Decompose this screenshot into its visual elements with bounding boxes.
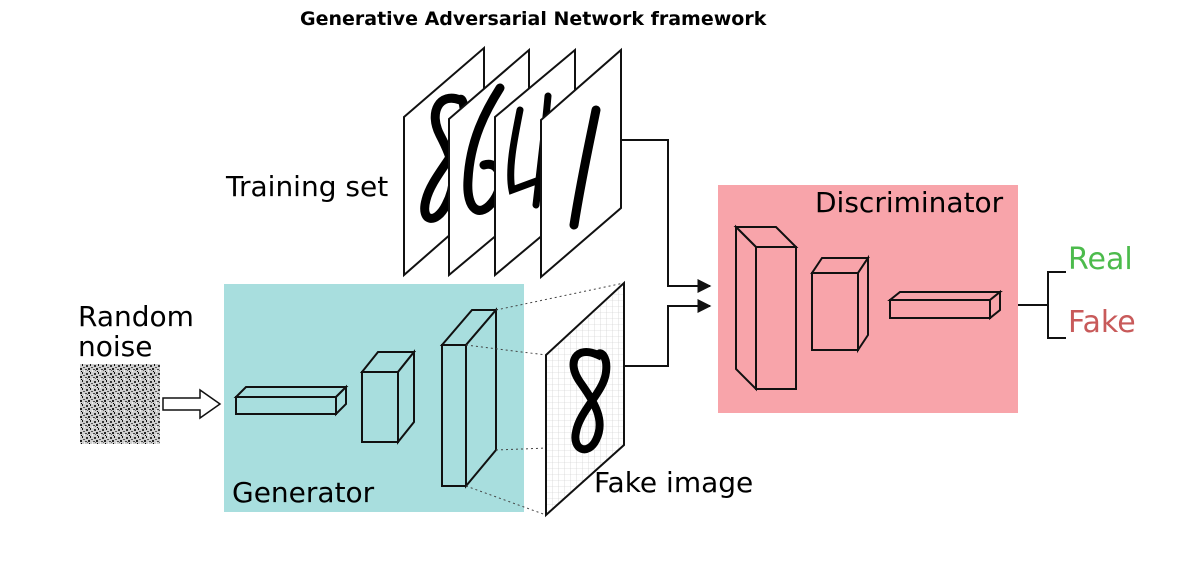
generator-label: Generator xyxy=(232,476,375,509)
digit-1-icon xyxy=(569,105,601,230)
noise-to-generator-arrow xyxy=(162,388,222,420)
discriminator-layer-2 xyxy=(810,254,870,354)
training-set-label: Training set xyxy=(226,170,389,203)
fake-to-discriminator-arrow xyxy=(624,299,712,367)
training-card-4 xyxy=(540,47,622,280)
discriminator-layer-3 xyxy=(887,289,1003,321)
fake-image-card xyxy=(545,280,625,518)
random-noise-label: Random noise xyxy=(78,300,194,363)
output-bracket xyxy=(1018,271,1066,339)
diagram-title: Generative Adversarial Network framework xyxy=(300,8,767,30)
fake-image-label: Fake image xyxy=(594,466,754,499)
training-to-discriminator-arrow xyxy=(621,139,712,293)
random-noise-image xyxy=(80,364,160,444)
discriminator-layer-1 xyxy=(733,224,799,392)
fake-output-label: Fake xyxy=(1068,305,1136,340)
generator-layer-3 xyxy=(439,307,499,489)
discriminator-label: Discriminator xyxy=(815,186,1004,219)
generator-layer-1 xyxy=(233,384,349,417)
digit-8-icon xyxy=(569,348,611,454)
real-output-label: Real xyxy=(1068,242,1133,277)
generator-layer-2 xyxy=(359,349,417,445)
